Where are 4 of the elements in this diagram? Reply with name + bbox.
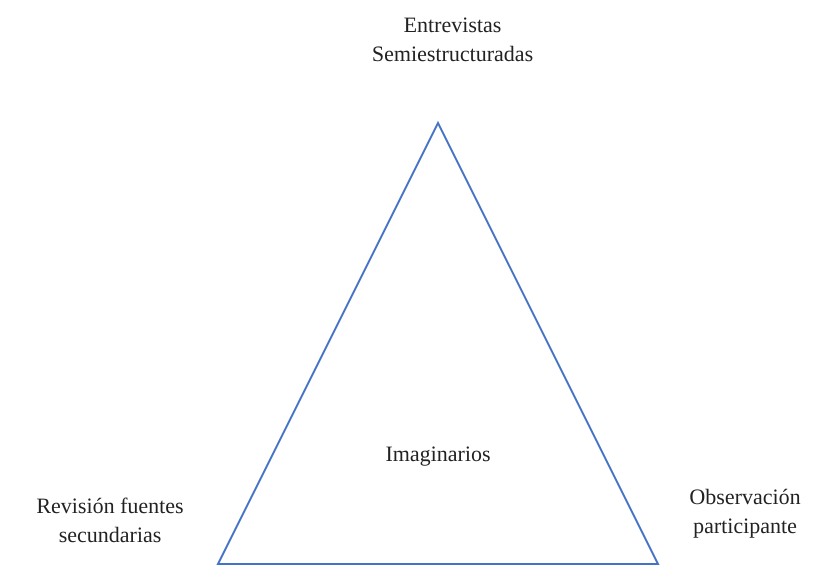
vertex-label: Revisión fuentes secundarias bbox=[35, 492, 185, 549]
vertex-label: Observación participante bbox=[688, 483, 802, 540]
center-label: Imaginarios bbox=[384, 440, 492, 467]
vertex-label: Entrevistas Semiestructuradas bbox=[370, 11, 534, 68]
